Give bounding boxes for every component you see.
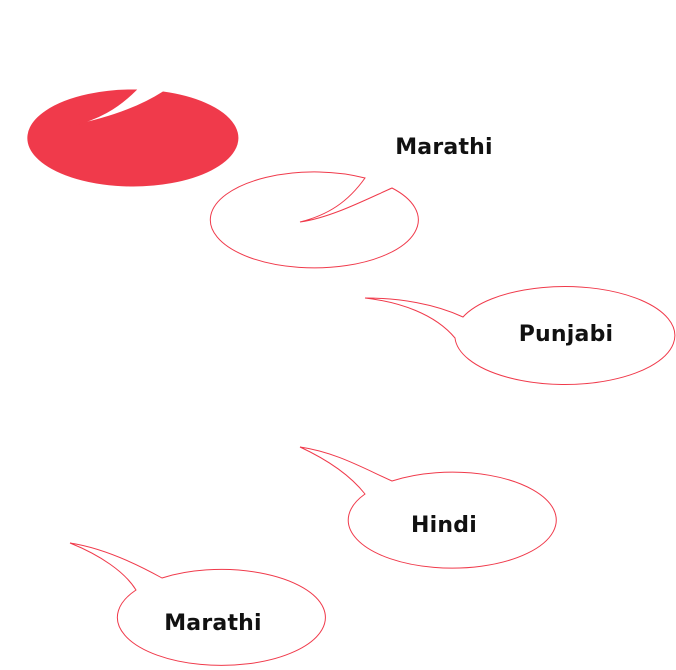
language-option-punjabi[interactable] [364, 286, 676, 385]
language-option-english[interactable] [27, 89, 239, 187]
speech-bubble-marathi-2 [69, 542, 326, 666]
language-option-hindi[interactable] [299, 446, 557, 569]
language-option-marathi-2[interactable] [69, 542, 326, 666]
language-label-marathi-1[interactable]: Marathi [395, 135, 493, 160]
language-label-english[interactable]: English [167, 32, 259, 57]
speech-bubble-punjabi [364, 286, 676, 385]
speech-bubble-marathi-1 [209, 171, 419, 269]
language-label-punjabi[interactable]: Punjabi [518, 322, 614, 347]
language-label-marathi-2[interactable]: Marathi [164, 611, 262, 636]
speech-bubble-hindi [299, 446, 557, 569]
speech-bubble-english [27, 89, 239, 187]
language-label-hindi[interactable]: Hindi [411, 513, 477, 538]
language-option-marathi-1[interactable] [209, 171, 419, 269]
